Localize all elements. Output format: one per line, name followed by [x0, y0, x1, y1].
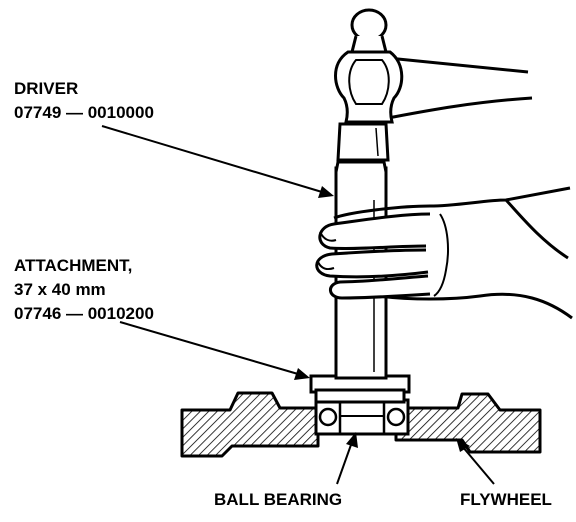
attachment-label: ATTACHMENT, [14, 256, 132, 275]
leader-arrows [101, 125, 495, 485]
flywheel-arrowhead [456, 438, 470, 452]
ball-bearing [314, 398, 410, 436]
ball-bearing-leader-line [336, 441, 353, 485]
attachment [309, 374, 411, 404]
ball-bearing-arrowhead [346, 432, 358, 448]
driver-leader-line [101, 125, 323, 193]
attachment-size: 37 x 40 mm [14, 280, 106, 299]
driver-label: DRIVER [14, 79, 78, 98]
flywheel-leader-line [461, 445, 495, 485]
driver-part-number: 07749 — 0010000 [14, 103, 154, 122]
hammer-ball-peen [350, 8, 388, 42]
hammer-face [336, 122, 390, 162]
labels: DRIVER 07749 — 0010000 ATTACHMENT, 37 x … [14, 79, 552, 509]
flywheel-left-section [180, 391, 320, 458]
ball-bearing-label: BALL BEARING [214, 490, 342, 509]
driver-arrowhead [318, 186, 334, 198]
flywheel [180, 391, 542, 458]
attachment-arrowhead [294, 368, 310, 380]
attachment-part-number: 07746 — 0010200 [14, 304, 154, 323]
flywheel-label: FLYWHEEL [460, 490, 552, 509]
hammer [334, 8, 533, 162]
driver-head [334, 160, 388, 173]
attachment-leader-line [119, 321, 299, 375]
hand [315, 186, 573, 320]
bearing-ball-left [318, 407, 338, 427]
flywheel-right-section [394, 392, 542, 454]
bearing-ball-right [386, 407, 406, 427]
